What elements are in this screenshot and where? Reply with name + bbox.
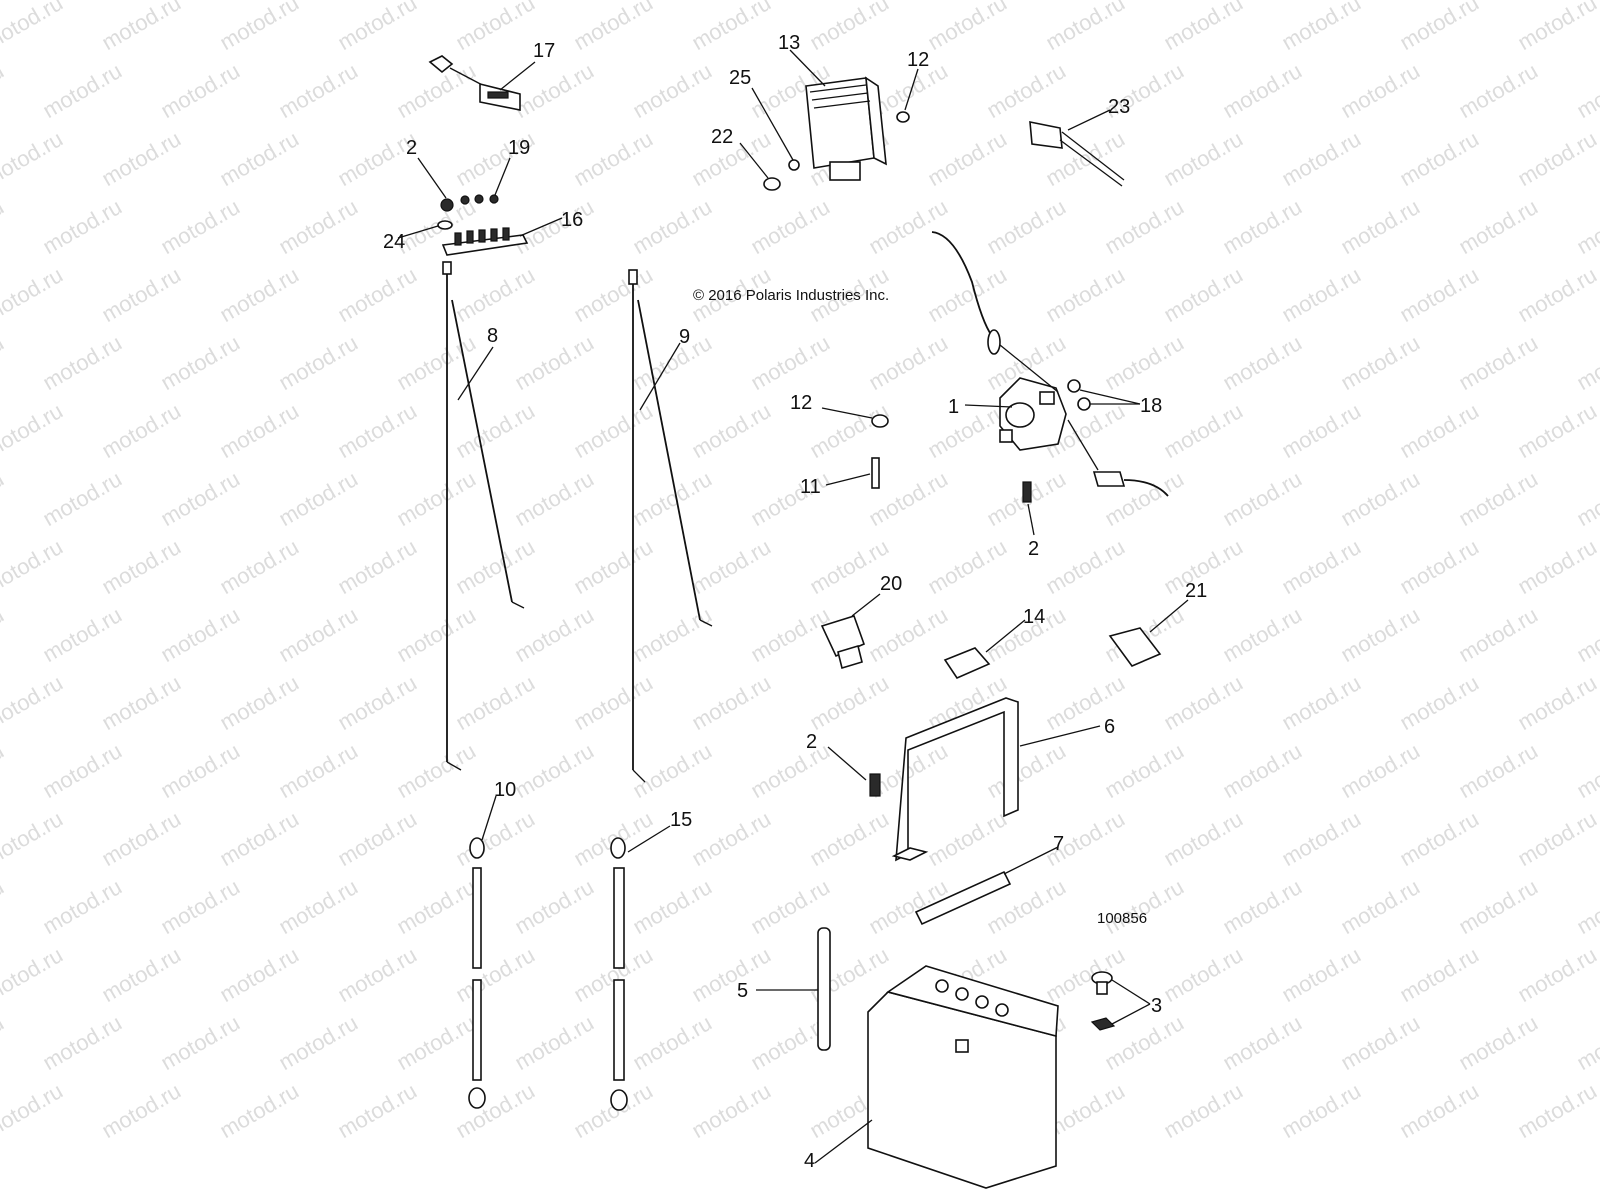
callout-5: 5 — [737, 980, 748, 1002]
part-6-battery-strap — [891, 697, 1019, 862]
part-24-washer — [437, 220, 453, 230]
callout-8: 8 — [487, 325, 498, 347]
part-17-fuse-cover — [428, 55, 521, 111]
part-25-washer — [788, 159, 800, 171]
part-13-regulator — [805, 76, 887, 181]
part-2-screw-mid — [1022, 481, 1032, 503]
callout-2-low: 2 — [806, 731, 817, 753]
part-21-terminal-boot — [1108, 627, 1162, 667]
callout-15: 15 — [670, 809, 692, 831]
callout-20: 20 — [880, 573, 902, 595]
part-7-pad — [914, 870, 1012, 926]
diagram-id: 100856 — [1097, 910, 1147, 927]
callout-24: 24 — [383, 231, 405, 253]
part-12-nut-mid — [871, 414, 889, 428]
part-12-nut-top — [896, 111, 910, 123]
callout-12-top: 12 — [907, 49, 929, 71]
callout-2-top: 2 — [406, 137, 417, 159]
part-23-cable-tie — [1029, 121, 1125, 187]
callout-18: 18 — [1140, 395, 1162, 417]
part-2-screw-low — [869, 773, 881, 797]
callout-7: 7 — [1053, 833, 1064, 855]
part-8-cable — [442, 261, 525, 771]
copyright-text: © 2016 Polaris Industries Inc. — [693, 287, 889, 304]
callout-25: 25 — [729, 67, 751, 89]
callout-19: 19 — [508, 137, 530, 159]
part-18-nut-b — [1077, 397, 1091, 411]
part-1-starter-solenoid — [999, 377, 1067, 451]
part-9-cable — [628, 269, 713, 783]
part-14-terminal-boot — [943, 647, 991, 680]
callout-10: 10 — [494, 779, 516, 801]
callout-6: 6 — [1104, 716, 1115, 738]
callout-17: 17 — [533, 40, 555, 62]
part-10-ground-cable — [468, 837, 486, 1109]
callout-21: 21 — [1185, 580, 1207, 602]
callout-13: 13 — [778, 32, 800, 54]
callout-22: 22 — [711, 126, 733, 148]
part-3-nut — [1090, 1017, 1116, 1031]
callout-4: 4 — [804, 1150, 815, 1172]
callout-3: 3 — [1151, 995, 1162, 1017]
callout-16: 16 — [561, 209, 583, 231]
part-22-screw — [763, 177, 781, 191]
part-18-nut-a — [1067, 379, 1081, 393]
callout-12-mid: 12 — [790, 392, 812, 414]
part-20-terminal-boot — [820, 615, 866, 658]
part-4-battery — [867, 965, 1059, 1189]
callout-11: 11 — [800, 476, 821, 498]
part-16-terminal-block — [441, 227, 529, 256]
callout-23: 23 — [1108, 96, 1130, 118]
callout-1: 1 — [948, 396, 959, 418]
part-2-screw-top — [440, 198, 454, 212]
part-5-vent-tube — [817, 927, 831, 1051]
callout-9: 9 — [679, 326, 690, 348]
solenoid-cable-lower — [1092, 471, 1126, 487]
callout-14: 14 — [1023, 606, 1045, 628]
callout-2-mid: 2 — [1028, 538, 1039, 560]
part-11-stud — [871, 457, 880, 489]
part-15-battery-cable — [610, 837, 628, 1111]
solenoid-cable-upper — [931, 231, 993, 337]
